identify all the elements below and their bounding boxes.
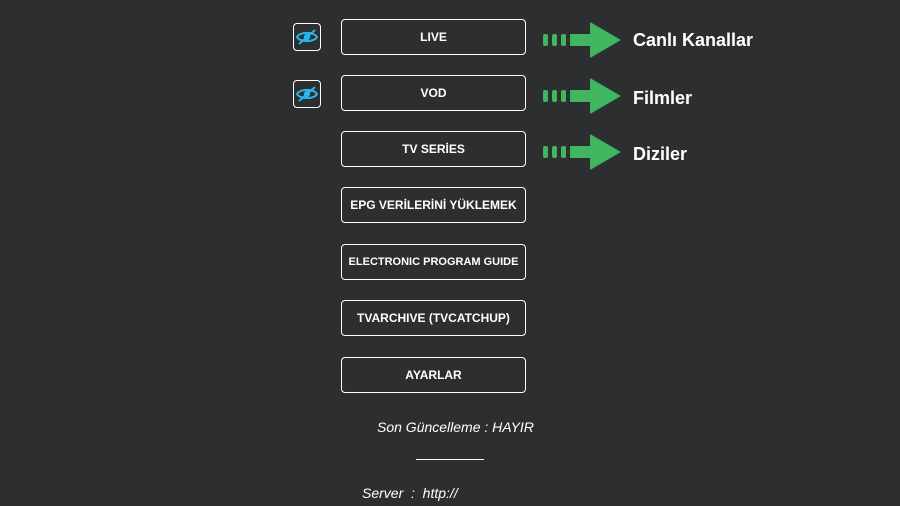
live-visibility-toggle[interactable] <box>293 23 321 51</box>
arrow-right-icon <box>543 22 621 58</box>
divider <box>416 459 484 460</box>
vod-visibility-toggle[interactable] <box>293 80 321 108</box>
server-text: Server : http:// <box>362 485 458 501</box>
live-button[interactable]: LIVE <box>341 19 526 55</box>
epg-guide-button[interactable]: ELECTRONIC PROGRAM GUIDE <box>341 244 526 280</box>
settings-button[interactable]: AYARLAR <box>341 357 526 393</box>
live-annotation: Canlı Kanallar <box>633 30 754 50</box>
last-update-text: Son Güncelleme : HAYIR <box>377 419 534 435</box>
arrow-right-icon <box>543 134 621 170</box>
tv-archive-button[interactable]: TVARCHIVE (TVCATCHUP) <box>341 300 526 336</box>
vod-annotation: Filmler <box>633 88 693 108</box>
vod-button[interactable]: VOD <box>341 75 526 111</box>
eye-slash-icon <box>296 86 318 102</box>
series-annotation: Diziler <box>633 144 688 164</box>
epg-load-button[interactable]: EPG VERİLERİNİ YÜKLEMEK <box>341 187 526 223</box>
tv-series-button[interactable]: TV SERİES <box>341 131 526 167</box>
arrow-right-icon <box>543 78 621 114</box>
eye-slash-icon <box>296 29 318 45</box>
